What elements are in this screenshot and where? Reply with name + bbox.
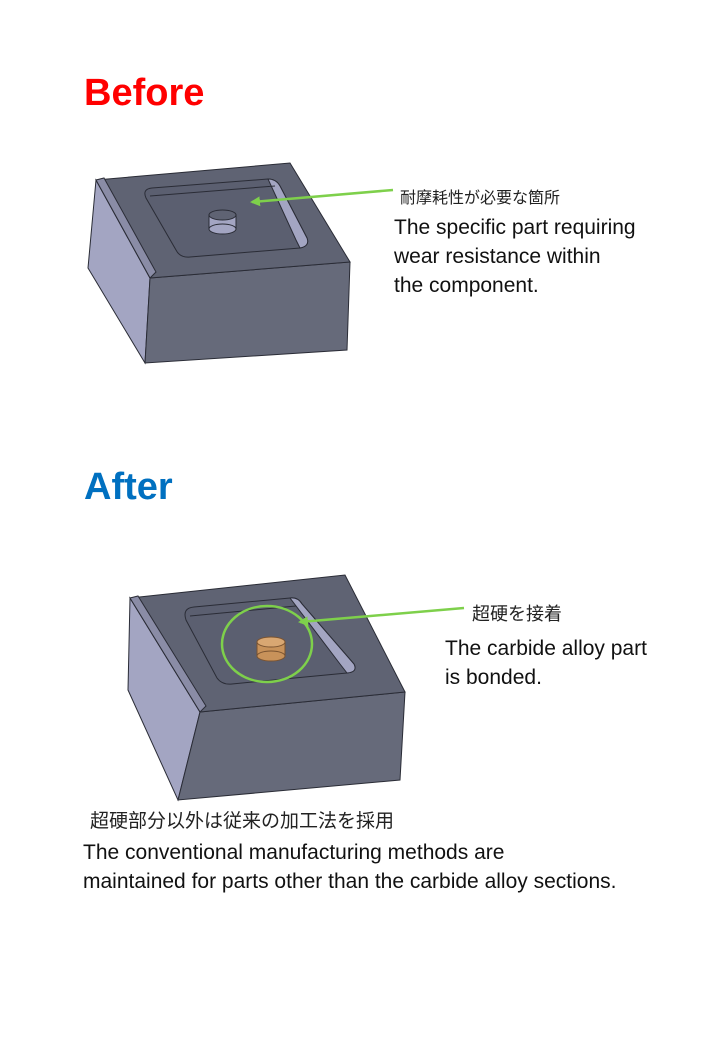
before-block: [87, 162, 351, 365]
before-heading: Before: [84, 72, 205, 114]
bottom-label-en-line: maintained for parts other than the carb…: [83, 870, 617, 893]
after-label-jp: 超硬を接着: [472, 604, 562, 625]
before-label-en: The specific part requiring wear resista…: [394, 213, 636, 300]
after-label-en-line: The carbide alloy part: [445, 637, 647, 660]
bottom-label-jp: 超硬部分以外は従来の加工法を採用: [90, 810, 395, 832]
after-block: [127, 574, 406, 802]
before-boss-top: [208, 209, 237, 221]
after-arrow: [298, 606, 465, 627]
carbide-top: [256, 636, 286, 648]
after-label-en: The carbide alloy part is bonded.: [445, 634, 647, 692]
before-label-jp: 耐摩耗性が必要な箇所: [400, 188, 561, 207]
bottom-label-en-line: The conventional manufacturing methods a…: [83, 841, 505, 864]
before-label-en-line: wear resistance within: [394, 245, 601, 268]
before-block-front-face: [144, 261, 351, 364]
before-label-en-line: The specific part requiring: [394, 216, 636, 239]
after-heading: After: [84, 466, 173, 508]
before-arrow: [250, 188, 394, 207]
carbide-highlight-circle: [220, 604, 314, 684]
after-label-en-line: is bonded.: [445, 666, 542, 689]
before-block-chamfer: [95, 177, 157, 279]
before-label-en-line: the component.: [394, 274, 539, 297]
bottom-label-en: The conventional manufacturing methods a…: [83, 838, 616, 896]
